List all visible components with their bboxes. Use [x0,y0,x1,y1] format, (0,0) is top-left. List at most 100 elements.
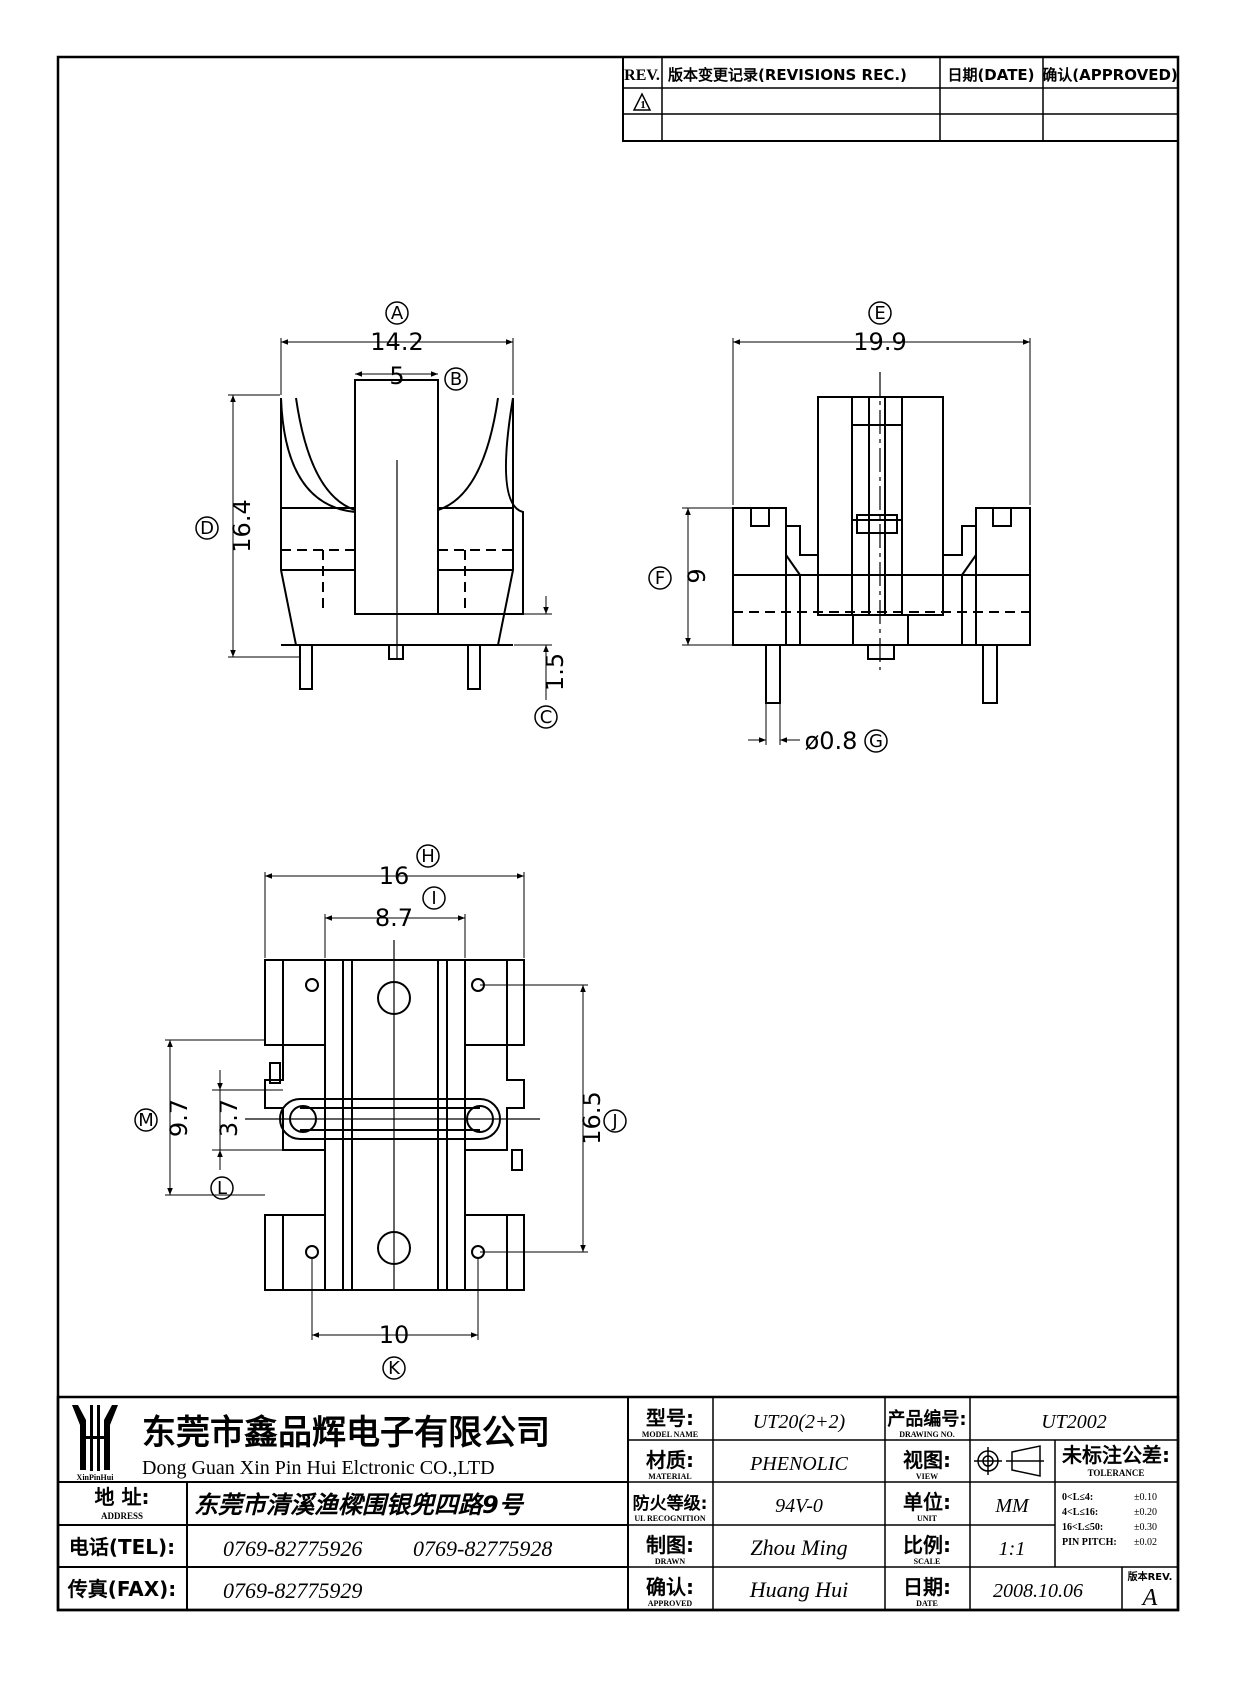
unit-value: MM [994,1495,1030,1517]
dim-H-label-circle [416,844,440,868]
view-label-en: VIEW [916,1472,938,1481]
dim-I-value: 8.7 [375,904,413,932]
address-label: 地 址: [95,1485,150,1509]
unit-label: 单位: [903,1490,951,1514]
date-label: 日期: [903,1575,951,1599]
drawing-no-label: 产品编号: [887,1408,966,1430]
dim-C-label: C [540,707,553,728]
dim-D-label-circle [195,516,219,540]
dim-B-label: B [450,369,462,390]
tolerance-value-3: ±0.30 [1134,1522,1157,1533]
dim-M-label: M [138,1110,154,1131]
tel-value-1: 0769-82775926 [223,1536,362,1561]
dim-J-value: 16.5 [578,1091,606,1144]
date-label-en: DATE [916,1599,938,1608]
dim-E-label: E [874,303,885,324]
dim-G-label: G [869,731,883,752]
dim-H-value: 16 [379,862,410,890]
dim-I-label: I [431,888,436,909]
address-value: 东莞市清溪渔樑围银兜四路9号 [194,1491,525,1519]
dim-D-value: 16.4 [228,499,256,552]
tolerance-range-2: 4<L≤16: [1062,1507,1098,1518]
dim-F-label: F [655,568,665,589]
dim-F-value: 9 [683,568,711,583]
dim-C-label-circle [534,705,558,729]
rev-triangle-number: 1 [640,99,646,111]
dim-M-value: 9.7 [165,1099,193,1137]
approved-value: Huang Hui [749,1577,848,1602]
scale-value: 1:1 [999,1538,1026,1560]
rev-header-record: 版本变更记录(REVISIONS REC.) [668,66,907,84]
dim-J-label-circle [603,1109,627,1133]
drawn-label-en: DRAWN [655,1557,685,1566]
tolerance-value-2: ±0.20 [1134,1507,1157,1518]
tolerance-range-4: PIN PITCH: [1062,1537,1117,1548]
fax-value: 0769-82775929 [223,1578,362,1603]
tel-label: 电话(TEL): [69,1535,175,1559]
dim-A-label-circle [385,301,409,325]
approved-label-en: APPROVED [648,1599,693,1608]
drawing-no-value: UT2002 [1041,1411,1107,1433]
tolerance-range-3: 16<L≤50: [1062,1522,1103,1533]
material-label-en: MATERIAL [648,1472,691,1481]
dim-B-label-circle [444,367,468,391]
dim-K-label-circle [382,1356,406,1380]
dim-L-label-circle [210,1176,234,1200]
fax-label: 传真(FAX): [67,1577,177,1601]
front-view [228,338,552,700]
dim-G-value: ø0.8 [805,727,858,755]
date-value: 2008.10.06 [993,1580,1083,1602]
dim-K-value: 10 [379,1321,410,1349]
drawn-value: Zhou Ming [750,1535,847,1560]
dim-A-label: A [391,303,404,324]
company-name-en: Dong Guan Xin Pin Hui Elctronic CO.,LTD [142,1457,495,1479]
rev-label: 版本REV. [1128,1570,1173,1583]
tolerance-value-4: ±0.02 [1134,1537,1157,1548]
address-label-en: ADDRESS [101,1511,143,1521]
ul-label: 防火等级: [633,1493,708,1514]
ul-label-en: UL RECOGNITION [634,1514,706,1523]
logo-text: XinPinHui [77,1473,115,1482]
tolerance-range-1: 0<L≤4: [1062,1492,1093,1503]
scale-label-en: SCALE [914,1557,941,1566]
model-label: 型号: [646,1406,694,1430]
dim-G-label-circle [864,729,888,753]
tel-value-2: 0769-82775928 [413,1536,552,1561]
unit-label-en: UNIT [917,1514,938,1523]
company-logo [72,1405,118,1471]
rev-header-approved: 确认(APPROVED) [1042,66,1178,84]
dim-H-label: H [421,846,435,867]
company-name-cn: 东莞市鑫品辉电子有限公司 [142,1413,550,1453]
model-value: UT20(2+2) [753,1411,846,1433]
revision-table: REV. 版本变更记录(REVISIONS REC.) 日期(DATE) 确认(… [622,56,1179,142]
dim-L-label: L [217,1178,227,1199]
dim-J-label: J [611,1111,617,1132]
scale-label: 比例: [903,1533,951,1557]
rev-header-rev: REV. [624,67,660,84]
dim-E-label-circle [868,301,892,325]
model-label-en: MODEL NAME [642,1430,698,1439]
side-view [682,338,1031,745]
drawn-label: 制图: [646,1533,694,1557]
dim-K-label: K [388,1358,401,1379]
bottom-view [165,872,588,1340]
tolerance-label-en: TOLERANCE [1088,1468,1145,1478]
material-label: 材质: [646,1448,694,1472]
projection-symbol-icon [974,1445,1044,1477]
tolerance-value-1: ±0.10 [1134,1492,1157,1503]
drawing-border [56,55,1180,1612]
view-label: 视图: [903,1448,951,1472]
dim-I-label-circle [422,886,446,910]
dim-F-label-circle [648,566,672,590]
rev-triangle-icon [632,92,652,111]
drawing-no-label-en: DRAWING NO. [899,1430,955,1439]
tolerance-label: 未标注公差: [1062,1443,1170,1467]
dim-C-value: 1.5 [541,653,569,691]
rev-header-date: 日期(DATE) [947,66,1034,84]
ul-value: 94V-0 [775,1495,823,1517]
title-block-grid [56,1395,1180,1612]
dim-D-label: D [200,518,214,539]
dim-L-value: 3.7 [215,1099,243,1137]
dim-E-value: 19.9 [853,328,906,356]
